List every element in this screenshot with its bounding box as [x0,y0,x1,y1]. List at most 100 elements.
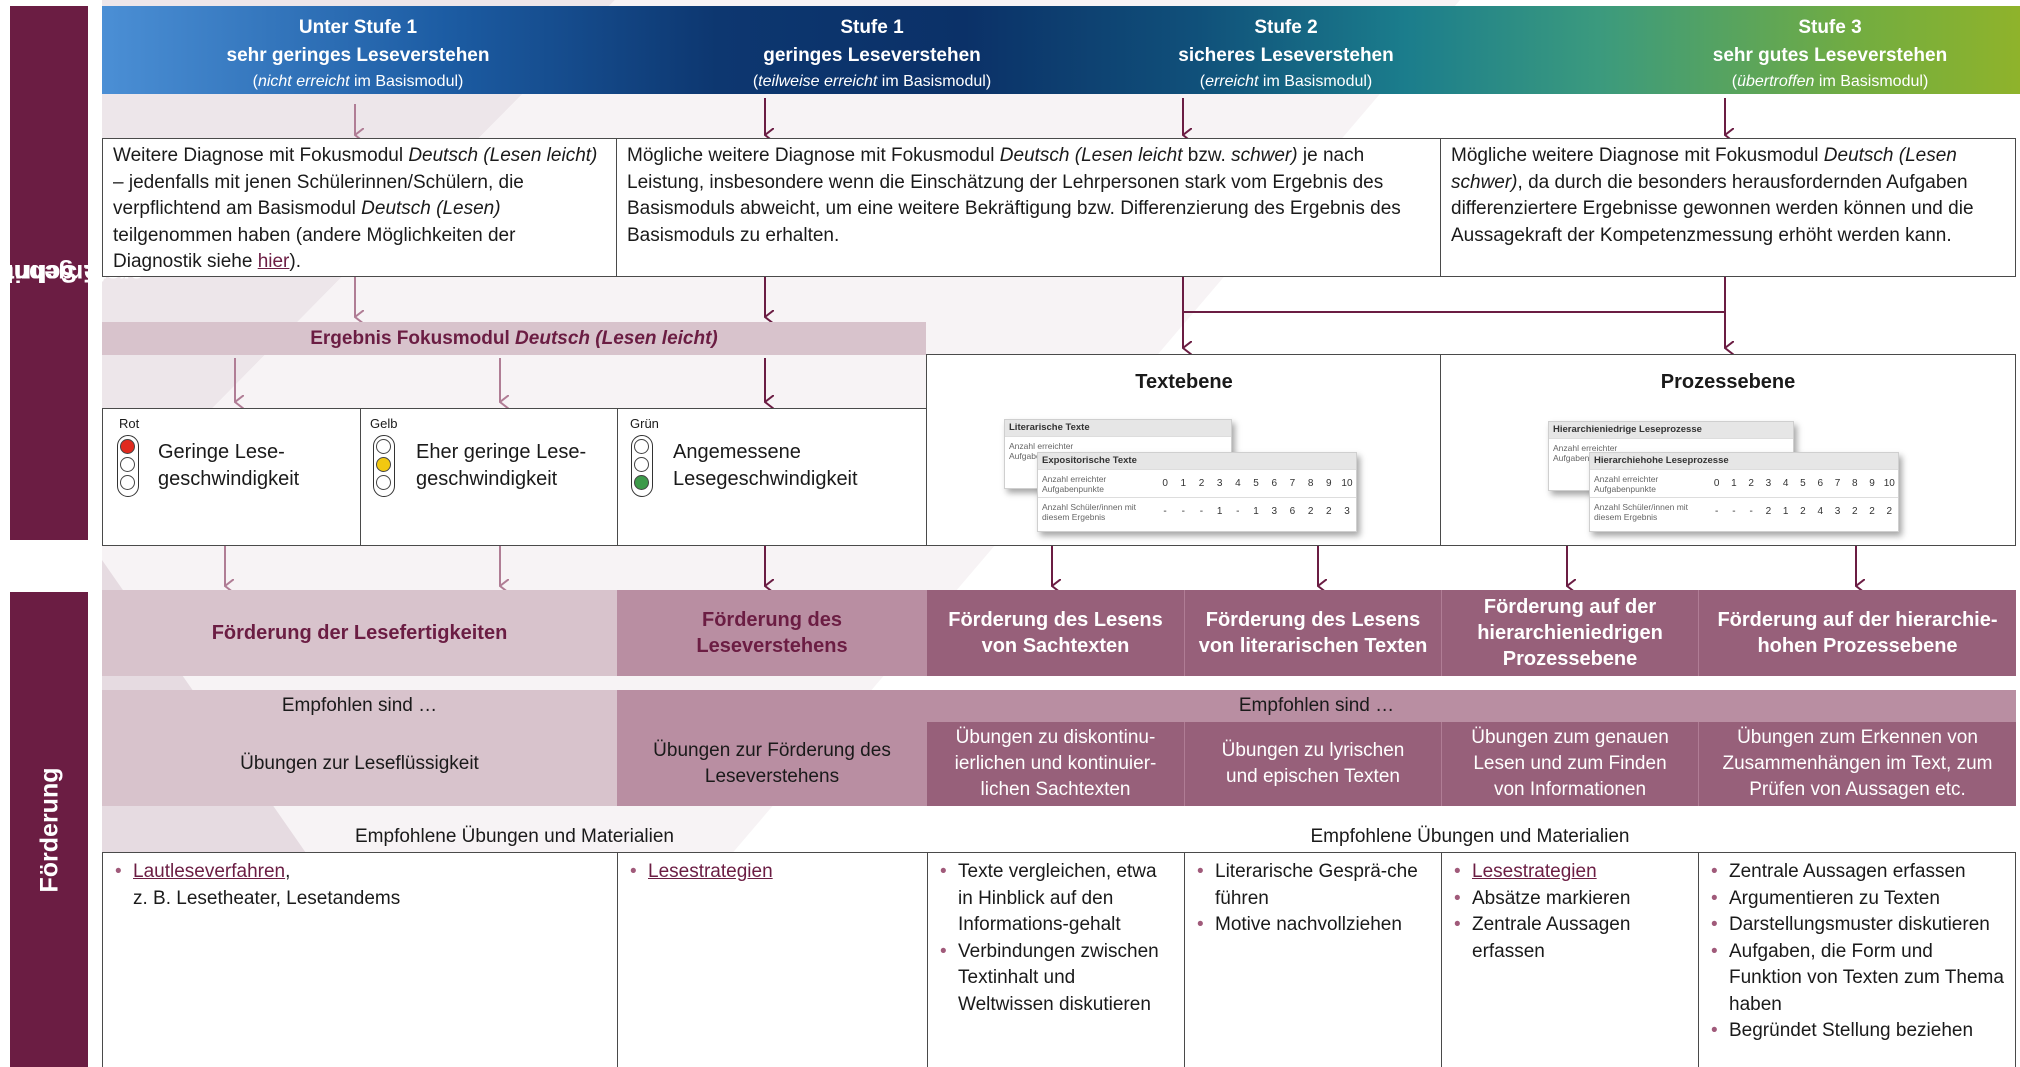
stage-title: Stufe 2 [1254,17,1318,38]
uebung-line: Übungen zum Erkennen von [1737,727,1978,748]
materialien-item: z. B. Lesetheater, Lesetandems [133,887,401,909]
mini-table-cell: 10 [1883,478,1895,489]
uebung-line: Prüfen von Aussagen etc. [1749,779,1966,800]
mini-table-row-label: Anzahl Schüler/innen mit diesem Ergebnis [1594,501,1689,522]
materialien-col-4: Literarische Gesprä-che führen Motive na… [1184,852,1442,1067]
foerderung-line: hohen Prozessebene [1757,635,1958,657]
mini-table-cell: 0 [1162,478,1168,489]
materialien-item: Lesestrategien [628,859,917,886]
materialien-item: Aufgaben, die Form und Funktion von Text… [1709,939,2005,1019]
mini-table-cell: 4 [1782,478,1789,489]
stage-note-italic: übertroffen [1737,73,1815,90]
mini-table-cell: 3 [1765,478,1772,489]
lesestrategien-link[interactable]: Lesestrategien [1472,861,1597,882]
uebung-line: Übungen zur Förderung des [653,740,891,761]
diagnosis-text: Mögliche weitere Diagnose mit Fokusmodul [1451,145,1824,166]
uebung-line: Übungen zu lyrischen [1221,740,1405,761]
mini-table-row-label: Anzahl Schüler/innen mit diesem Ergebnis [1042,501,1137,522]
diagnosis-text: ). [289,251,301,272]
materialien-item: Begründet Stellung beziehen [1709,1018,2005,1045]
mini-table-hierarchiehoch: Hierarchiehohe Leseprozesse Anzahl errei… [1589,452,1899,532]
mini-table-cell: - [1749,506,1753,517]
uebung-line: von Informationen [1493,779,1647,800]
light-text-line: Eher geringe Lese- [416,441,587,463]
light-label: Grün [630,416,659,431]
traffic-light-box-green: Grün Angemessene Lesegeschwindigkeit [617,408,927,546]
light-dot-mid [634,457,649,472]
stage-unter-stufe-1: Unter Stufe 1 sehr geringes Leseverstehe… [102,6,614,94]
stage-note: (nicht erreicht im Basismodul) [252,73,464,90]
mini-table-cell: 4 [1817,506,1823,517]
mini-table-cell: 2 [1307,506,1314,517]
materialien-head-right: Empfohlene Übungen und Materialien [1310,826,1630,847]
uebung-zusammenhaenge: Übungen zum Erkennen von Zusammenhängen … [1698,722,2016,806]
mini-table-cell: 0 [1713,478,1720,489]
mini-table-header: Literarische Texte [1005,420,1231,436]
mini-table-row: Anzahl Schüler/innen mit diesem Ergebnis… [1038,497,1356,525]
diagnosis-text: bzw. [1182,145,1232,166]
sidebar-foerderung: Förderung [10,592,88,1067]
foerderung-line: Förderung auf der [1483,596,1657,618]
mini-table-header: Hierarchiehohe Leseprozesse [1590,453,1898,469]
uebung-line: Zusammenhängen im Text, zum [1722,753,1993,774]
mini-table-cell: 6 [1817,478,1823,489]
light-dot-top [634,439,649,454]
diagnosis-text: Mögliche weitere Diagnose mit Fokusmodul [627,145,1000,166]
hier-link[interactable]: hier [257,251,290,272]
mini-table-header: Hierarchieniedrige Leseprozesse [1549,422,1793,438]
materialien-head-left: Empfohlene Übungen und Materialien [355,826,674,847]
mini-table-cell: 1 [1731,478,1737,489]
mini-table-cell: 9 [1869,478,1875,489]
materialien-item: Lesestrategien [1452,859,1688,886]
mini-table-cell: 1 [1180,478,1187,489]
mini-table-cell: 2 [1748,478,1754,489]
stage-subtitle: sehr geringes Leseverstehen [226,45,490,66]
diagnosis-text-italic: Deutsch (Lesen leicht [999,145,1183,166]
diagnosis-text: teilgenommen haben (andere Möglichkeiten… [113,224,516,273]
light-dot-mid [376,457,391,472]
mini-table-cell: 3 [1216,478,1223,489]
light-dot-mid [120,457,135,472]
mini-table-cell: 6 [1289,506,1296,517]
textebene-box: Textebene Literarische Texte Anzahl erre… [926,354,1442,546]
diagnosis-box-stufe-3: Mögliche weitere Diagnose mit Fokusmodul… [1440,138,2016,277]
materialien-text: , [285,861,291,882]
stage-subtitle: geringes Leseverstehen [763,45,981,66]
mini-table-cell: 2 [1886,506,1893,517]
uebung-line: lichen Sachtexten [980,779,1131,800]
mini-table-cell: 3 [1344,506,1350,517]
foerderung-line: Förderung der Lesefertigkeiten [211,622,508,644]
mini-table-cell: 7 [1834,478,1841,489]
lesestrategien-link[interactable]: Lesestrategien [648,861,773,882]
mini-table-cell: - [1199,506,1204,517]
mini-table-cell: 8 [1307,478,1314,489]
materialien-col-5: Lesestrategien Absätze markieren Zentral… [1441,852,1699,1067]
foerderung-leseverstehen: Förderung des Leseverstehens [617,590,927,676]
light-text: Angemessene Lesegeschwindigkeit [673,439,858,493]
materialien-item: Verbindungen zwischen Textinhalt und Wel… [938,939,1174,1019]
light-text-line: Geringe Lese- [158,441,285,463]
foerderung-line: Prozessebene [1502,648,1638,670]
foerderung-hierarchieniedrig: Förderung auf der hierarchieniedrigen Pr… [1441,590,1698,676]
stage-note: (teilweise erreicht im Basismodul) [752,73,992,90]
prozessebene-title: Prozessebene [1660,371,1796,393]
foerderung-line: Förderung des Lesens [948,609,1163,631]
stage-note-rest: im Basismodul [1258,73,1367,90]
stage-note-rest: im Basismodul [877,73,986,90]
materialien-item: Lautleseverfahren, [113,859,607,886]
mini-table-cell: 2 [1851,506,1858,517]
mini-table-cell: 1 [1782,506,1789,517]
traffic-light-box-yellow: Gelb Eher geringe Lese- geschwindigkeit [360,408,619,546]
uebung-leseflussigkeit: Übungen zur Leseflüssigkeit [102,722,617,806]
stage-title: Stufe 1 [840,17,904,38]
mini-table-cell: 2 [1326,506,1332,517]
lautleseverfahren-link[interactable]: Lautleseverfahren [133,861,286,882]
stage-note-rest: im Basismodul [349,73,459,90]
uebung-line: Übungen zum genauen [1471,727,1669,748]
materialien-item: Zentrale Aussagen erfassen [1452,912,1688,965]
